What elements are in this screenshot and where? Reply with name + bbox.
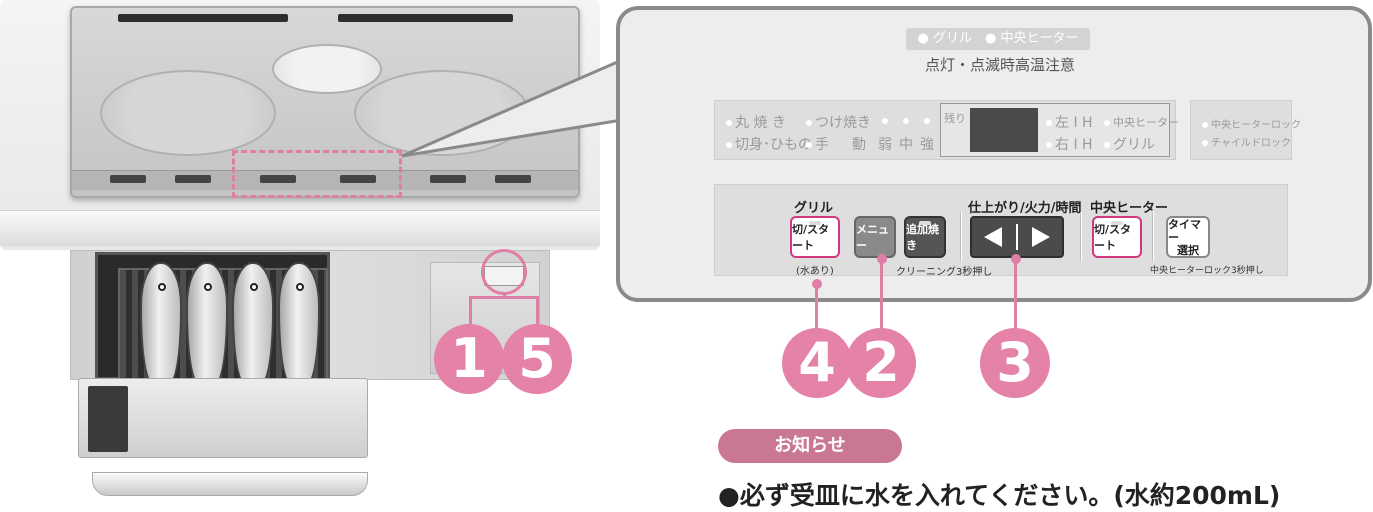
indicator-left-ih: 左 I H [1046,112,1093,132]
adjust-arrows [984,224,1050,250]
led-icon [1111,221,1123,225]
high-temp-warning: 点灯・点滅時高温注意 [924,56,1075,74]
lcd-display [970,108,1038,152]
exhaust-vent [118,14,288,22]
step-badge-2: 2 [846,328,916,398]
led-icon [806,142,812,148]
center-heater-key-title: 中央ヒーター [1090,201,1169,216]
drawer-label-plate [88,386,128,452]
extra-bake-button[interactable]: 追加焼き [904,216,946,258]
indicator-grill: グリル [1104,134,1155,154]
indicator-kyou: 強 [920,137,934,153]
indicator-kirimi: 切身･ひもの [726,134,812,154]
step-badge-1: 1 [434,324,504,394]
led-icon [924,118,930,124]
fish-eye [296,283,304,291]
grill-water-note: (水あり) [796,266,834,277]
led-icon [809,221,821,225]
led-icon [1046,120,1052,126]
exhaust-vent [338,14,513,22]
adjust-key-title: 仕上がり/火力/時間 [968,201,1082,216]
control-key [110,175,146,183]
notice-label: お知らせ [718,429,902,463]
leader-line [503,293,506,299]
notice-text: ●必ず受皿に水を入れてください。(水約200mL) [718,481,1281,510]
led-icon [1046,142,1052,148]
led-icon [726,142,732,148]
fish-illustration [232,262,274,384]
lock-note: 中央ヒーターロック3秒押し [1150,266,1264,276]
indicator-center-heater-lock: 中央ヒーターロック [1202,116,1301,131]
indicator-legend: ● グリル ● 中央ヒーター [906,28,1090,50]
indicator-dou: 動 [852,137,866,153]
led-icon [882,118,888,124]
fish-illustration [186,262,228,384]
led-icon [1104,142,1110,148]
led-icon [903,118,909,124]
led-icon [919,221,931,225]
led-icon [726,120,732,126]
center-heater-start-button[interactable]: 切/スタート [1092,216,1142,258]
center-burner [272,44,382,94]
indicator-child-lock: チャイルドロック [1202,134,1291,149]
control-key [260,175,296,183]
control-panel-highlight [232,150,402,198]
countertop-edge [0,210,600,246]
indicator-tsukeyaki: つけ焼き [806,112,871,132]
led-icon [806,120,812,126]
control-key [340,175,376,183]
step-badge-4: 4 [782,328,852,398]
leader-line [1014,259,1017,334]
fish-eye [250,283,258,291]
step-badge-3: 3 [980,328,1050,398]
leader-line [880,259,883,334]
led-icon [1104,120,1110,126]
cleaning-note: クリーニング3秒押し [896,267,993,278]
left-burner [100,70,276,156]
indicator-te: 手 [806,134,829,154]
indicator-jaku: 弱 [878,137,892,153]
grill-start-button[interactable]: 切/スタート [790,216,840,258]
fish-eye [204,283,212,291]
power-switch-highlight [481,249,527,295]
drawer-handle [92,472,368,496]
right-arrow-icon[interactable] [1032,227,1050,247]
indicator-center-heater: 中央ヒーター [1104,114,1179,130]
divider [1016,224,1018,250]
step-badge-5: 5 [502,324,572,394]
control-key [175,175,211,183]
divider [1080,212,1082,262]
control-key [430,175,466,183]
fish-illustration [278,262,320,384]
remaining-label: 残り [944,112,966,125]
led-icon [1202,140,1208,146]
indicator-right-ih: 右 I H [1046,134,1093,154]
fish-eye [158,283,166,291]
leader-line [815,284,818,334]
leader-bracket [469,296,539,324]
control-key [495,175,531,183]
grill-key-title: グリル [794,201,834,216]
menu-button[interactable]: メニュー [854,216,896,258]
timer-select-button[interactable]: タイマー選択 [1166,216,1210,258]
divider [1152,212,1154,262]
indicator-chuu: 中 [899,137,913,153]
divider [960,212,962,262]
indicator-maru-yaki: 丸 焼 き [726,112,786,132]
lock-indicator-panel [1190,100,1292,160]
left-arrow-icon[interactable] [984,227,1002,247]
adjust-button-group [970,216,1064,258]
led-icon [1202,122,1208,128]
fish-illustration [140,262,182,384]
